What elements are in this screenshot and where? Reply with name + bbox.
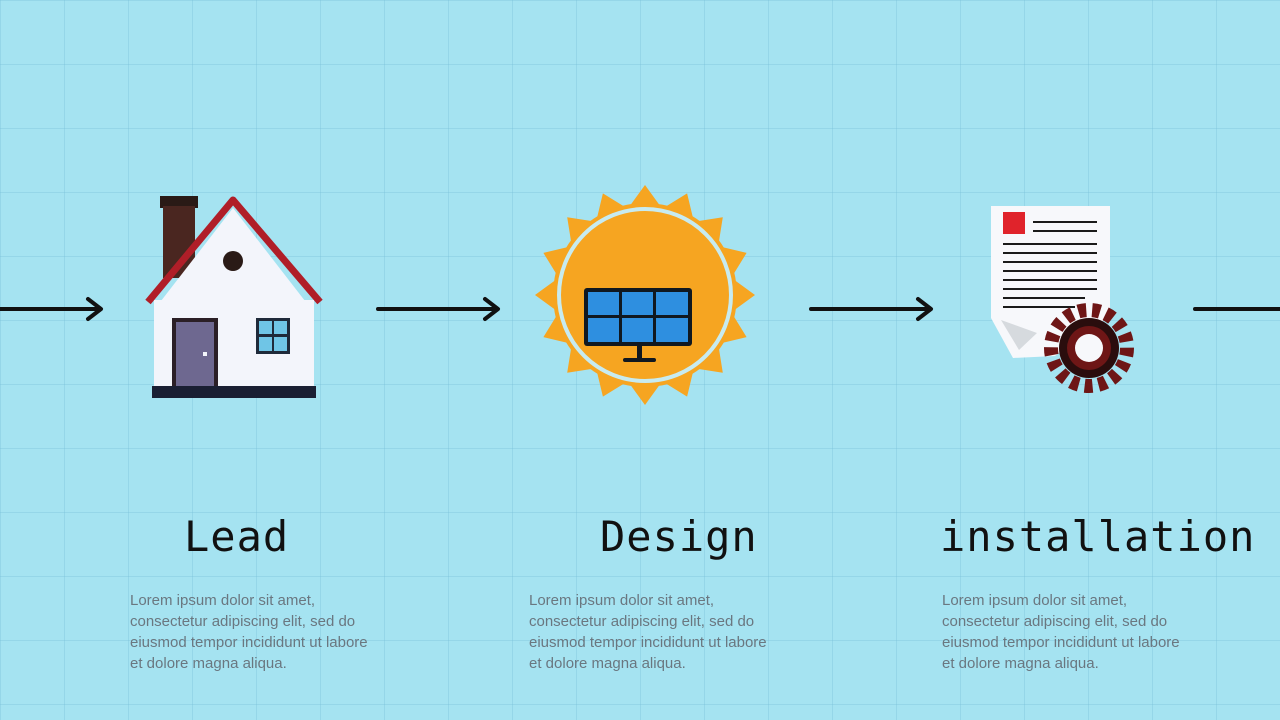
description-line: Lorem ipsum dolor sit amet, [130, 592, 316, 609]
house-icon [145, 196, 323, 398]
gear-icon [1044, 303, 1134, 393]
document-gear-icon [991, 206, 1134, 393]
description-line: et dolore magna aliqua. [130, 655, 287, 672]
description-line: consectetur adipiscing elit, sed do [942, 613, 1168, 630]
description-line: eiusmod tempor incididunt ut labore [130, 634, 368, 651]
description-line: Lorem ipsum dolor sit amet, [942, 592, 1128, 609]
description-line: et dolore magna aliqua. [529, 655, 686, 672]
arrow-lead-to-design [376, 297, 500, 321]
step-description-installation: Lorem ipsum dolor sit amet, consectetur … [942, 590, 1180, 674]
arrow-design-to-installation [809, 297, 933, 321]
step-description-design: Lorem ipsum dolor sit amet, consectetur … [529, 590, 767, 674]
description-line: eiusmod tempor incididunt ut labore [529, 634, 767, 651]
arrow-into-lead [0, 297, 103, 321]
description-line: eiusmod tempor incididunt ut labore [942, 634, 1180, 651]
solar-panel-sun-icon [535, 185, 755, 405]
arrow-out-of-installation [1193, 307, 1280, 311]
step-description-lead: Lorem ipsum dolor sit amet, consectetur … [130, 590, 368, 674]
description-line: et dolore magna aliqua. [942, 655, 1099, 672]
description-line: consectetur adipiscing elit, sed do [130, 613, 356, 630]
description-line: Lorem ipsum dolor sit amet, [529, 592, 715, 609]
step-title-installation: installation [940, 512, 1256, 561]
description-line: consectetur adipiscing elit, sed do [529, 613, 755, 630]
step-title-lead: Lead [184, 512, 290, 561]
step-title-design: Design [600, 512, 758, 561]
